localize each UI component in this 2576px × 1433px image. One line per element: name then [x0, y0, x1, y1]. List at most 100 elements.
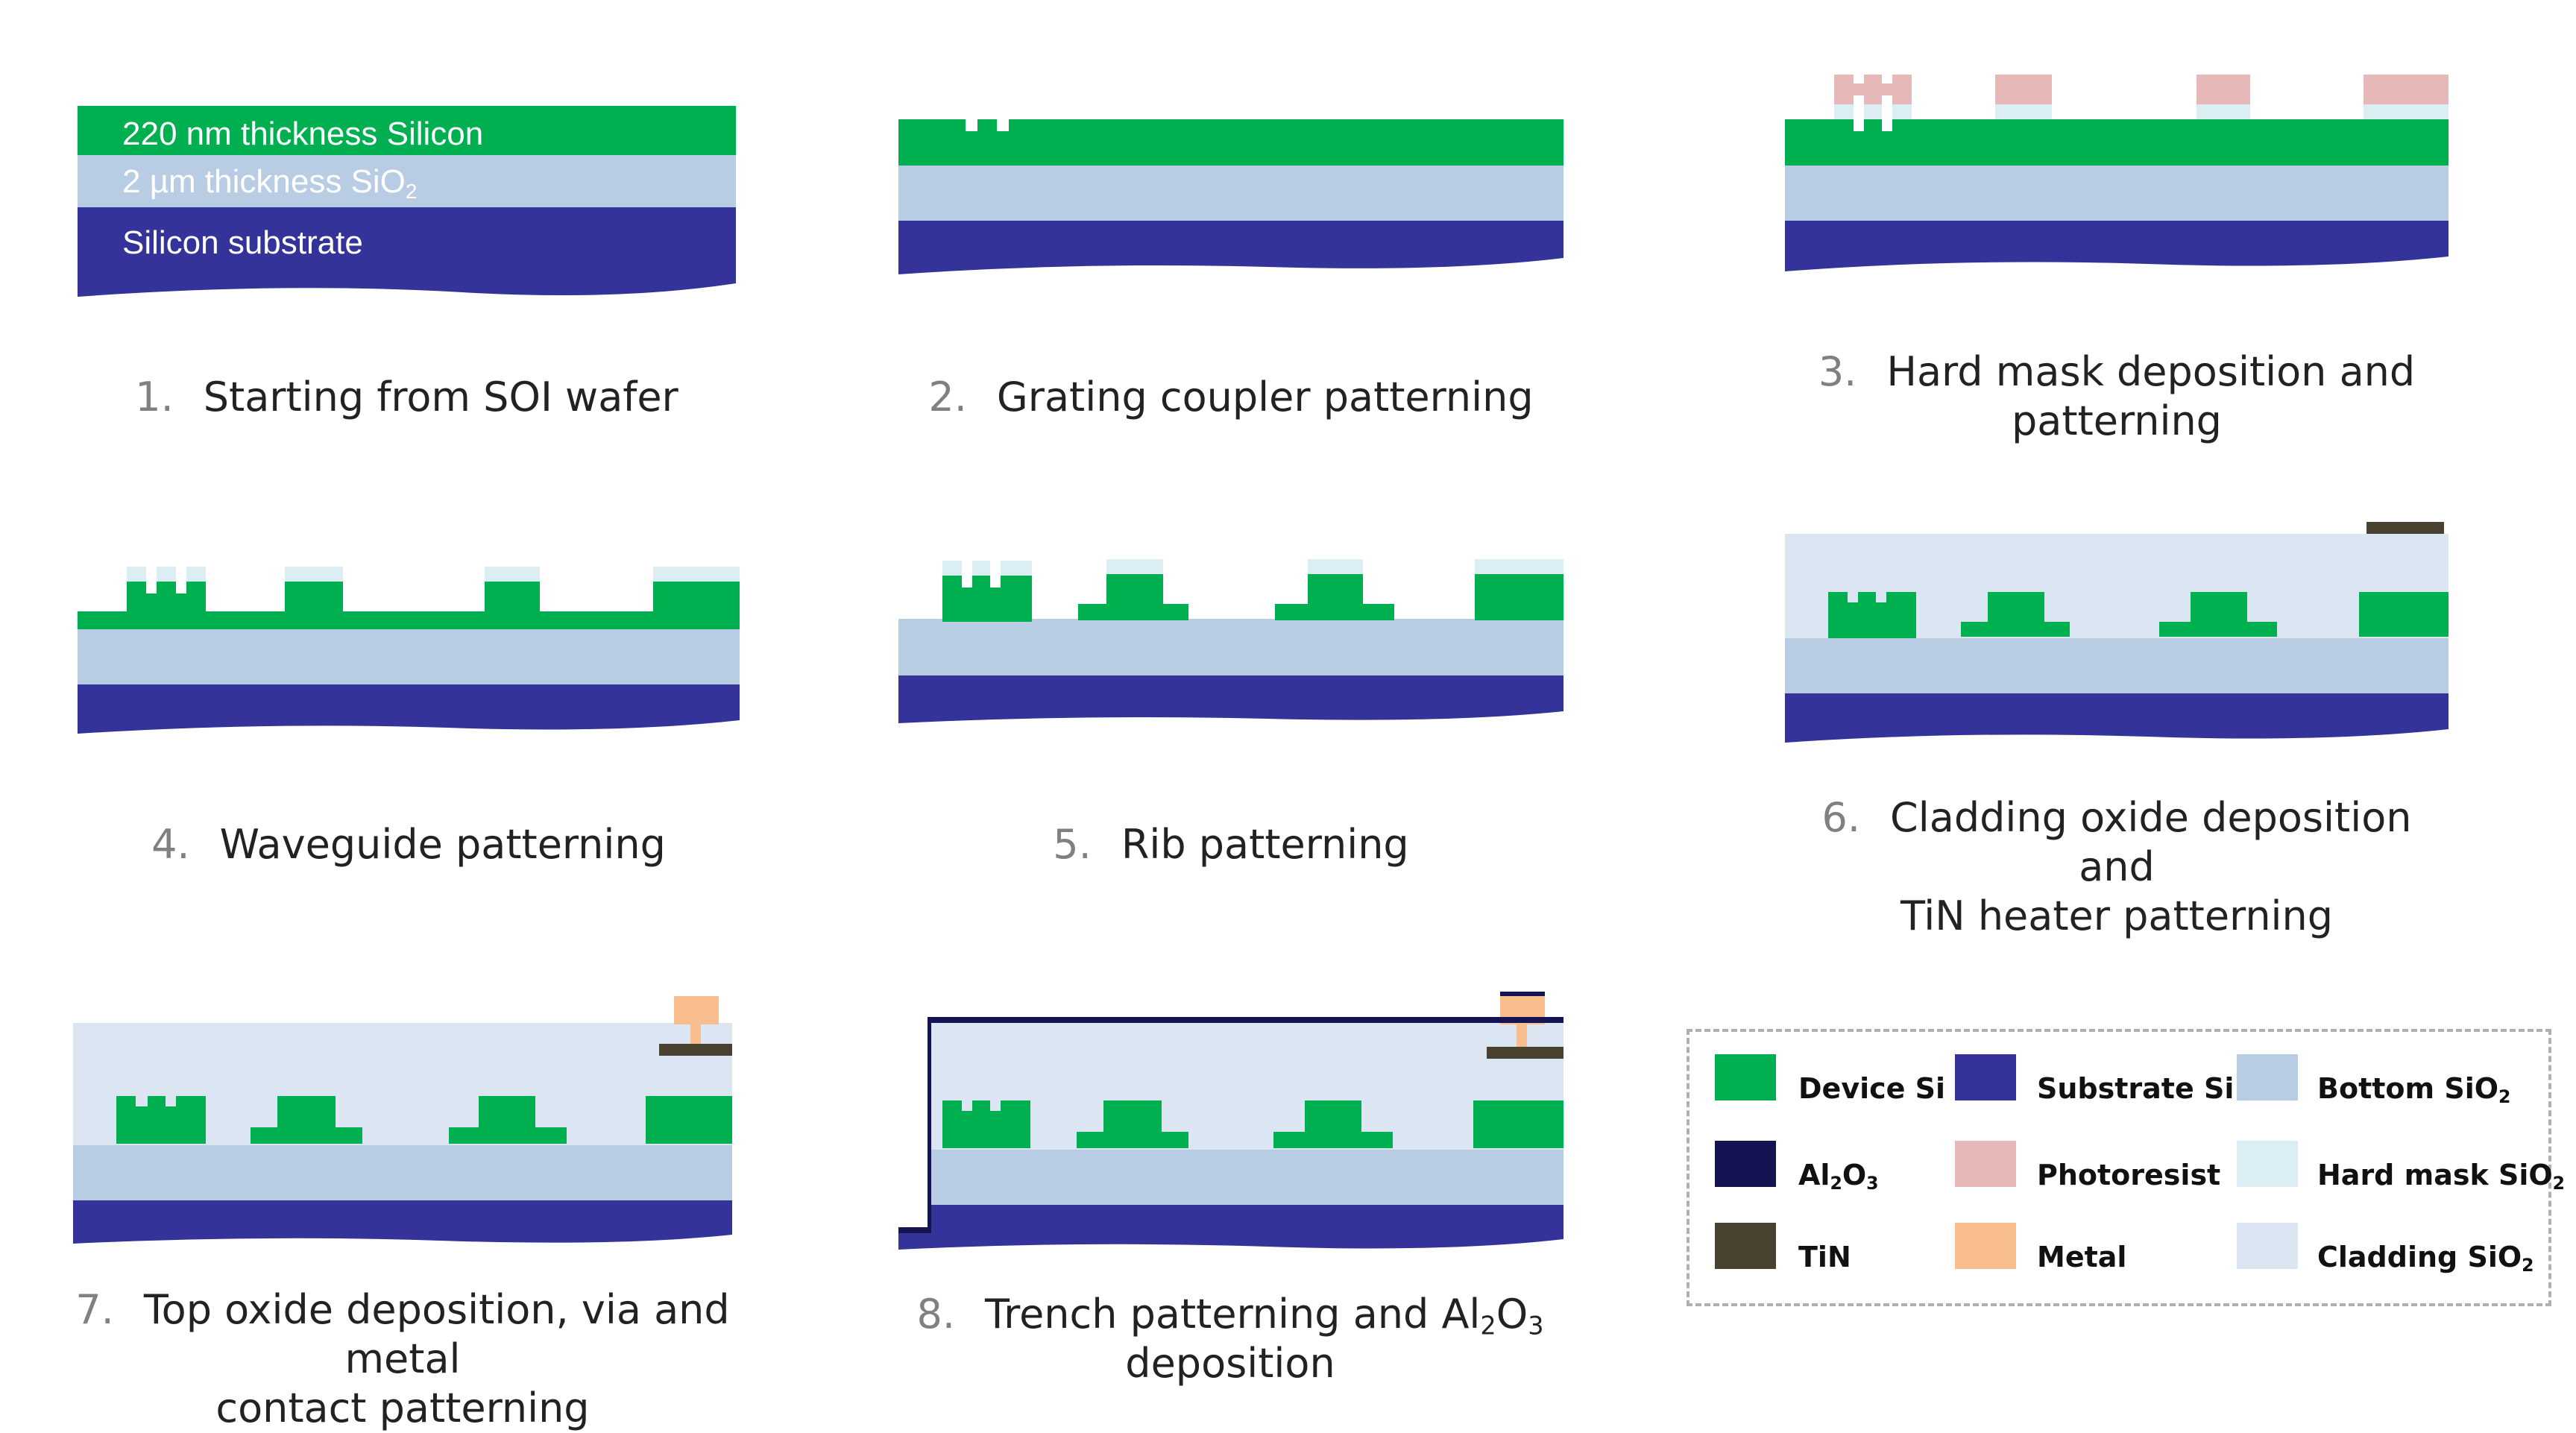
caption-step-3: 3.Hard mask deposition and patterning	[1785, 347, 2449, 446]
legend-text-substrate-si: Substrate Si	[2037, 1072, 2235, 1105]
p8-al2o3-wall	[928, 1017, 931, 1233]
step-2-text: Grating coupler patterning	[996, 374, 1534, 421]
legend-swatch-hard-mask-sio2	[2237, 1141, 2298, 1187]
label-box-oxide-sub: 2	[405, 180, 418, 203]
step-3-text-line2: patterning	[2012, 397, 2222, 444]
legend-text-bottom-sio2: Bottom SiO	[2317, 1072, 2499, 1105]
caption-step-7: 7.Top oxide deposition, via and metal co…	[30, 1285, 775, 1433]
p3-device-si	[1785, 119, 2449, 166]
p5-hm-1b	[972, 561, 990, 576]
p6-box-oxide	[1785, 637, 2449, 693]
p5-rib-3	[1275, 574, 1394, 620]
p3-hm-2	[1995, 104, 2052, 119]
p6-substrate	[1785, 692, 2449, 743]
p3-hm-4	[2364, 104, 2449, 119]
step-4-number: 4.	[151, 821, 190, 868]
legend-swatch-cladding-sio2	[2237, 1223, 2298, 1269]
legend-text-device-si: Device Si	[1798, 1072, 1946, 1105]
legend-swatch-bottom-sio2	[2237, 1054, 2298, 1100]
p7-tin-heater	[659, 1044, 732, 1056]
p7-rib-4	[646, 1096, 732, 1144]
p3-hm-1b	[1864, 104, 1882, 119]
p7-substrate	[73, 1199, 732, 1244]
caption-step-5: 5. Rib patterning	[898, 820, 1563, 869]
panel-2-grating	[898, 119, 1563, 274]
legend-label-photoresist: Photoresist	[2037, 1160, 2220, 1190]
legend-swatch-metal	[1955, 1223, 2016, 1269]
p8-substrate	[898, 1203, 1563, 1250]
p4-substrate	[78, 683, 740, 734]
p1-substrate	[78, 206, 736, 297]
step-7-number: 7.	[75, 1286, 114, 1333]
step-8-text-line2: deposition	[1125, 1340, 1335, 1387]
step-7-text: Top oxide deposition, via and metal	[143, 1286, 730, 1382]
panel-7-top-oxide	[73, 996, 732, 1244]
p5-rib-2	[1078, 574, 1188, 620]
p4-hm-1c	[186, 567, 206, 582]
p7-rib-3	[449, 1096, 567, 1144]
step-4-text: Waveguide patterning	[219, 821, 666, 868]
legend-label-device-si: Device Si	[1798, 1074, 1945, 1103]
p3-substrate	[1785, 219, 2449, 271]
p8-rib-2	[1077, 1100, 1188, 1148]
label-box-oxide: 2 µm thickness SiO2	[122, 166, 418, 202]
p5-hm-3	[1308, 559, 1363, 574]
step-8-text-b: O	[1496, 1291, 1528, 1338]
legend-sub-bottom-sio2: 2	[2498, 1086, 2511, 1107]
legend-label-al2o3: Al2O3	[1798, 1160, 1879, 1192]
p3-pr-2	[1995, 75, 2052, 104]
step-2-number: 2.	[928, 374, 967, 421]
caption-step-8: 8.Trench patterning and Al2O3 deposition	[880, 1290, 1581, 1388]
panel-4-waveguide	[78, 567, 740, 734]
step-5-text: Rib patterning	[1121, 821, 1409, 868]
p8-al2o3-metal	[1500, 992, 1545, 996]
step-8-sub-2: 3	[1528, 1311, 1544, 1341]
p5-rib-4	[1475, 574, 1563, 620]
step-3-number: 3.	[1818, 348, 1857, 395]
caption-step-2: 2. Grating coupler patterning	[898, 373, 1563, 422]
legend-sub-cladding-sio2: 2	[2522, 1254, 2534, 1276]
legend-text-tin: TiN	[1798, 1241, 1851, 1273]
step-1-text: Starting from SOI wafer	[203, 374, 678, 421]
p6-rib-1	[1828, 592, 1916, 638]
step-6-number: 6.	[1821, 794, 1861, 841]
p6-rib-2	[1961, 592, 2070, 637]
legend-label-tin: TiN	[1798, 1242, 1851, 1272]
panel-5-rib	[898, 559, 1563, 723]
p1-box-oxide	[78, 154, 736, 207]
p2-device-si	[898, 119, 1563, 166]
p7-box-oxide	[73, 1144, 732, 1200]
step-6-text: Cladding oxide deposition and	[1890, 794, 2412, 890]
p6-tin-heater	[2366, 522, 2444, 534]
caption-step-6: 6. Cladding oxide deposition and TiN heat…	[1785, 793, 2449, 941]
p8-al2o3-trench	[898, 1227, 930, 1233]
p6-rib-4	[2359, 592, 2449, 637]
legend-text-cladding-sio2: Cladding SiO	[2317, 1241, 2522, 1273]
legend-swatch-tin	[1715, 1223, 1776, 1269]
p5-substrate	[898, 674, 1563, 723]
p4-device-si	[78, 582, 740, 629]
p5-rib-1	[942, 576, 1032, 622]
caption-step-4: 4. Waveguide patterning	[78, 820, 740, 869]
p8-rib-1	[942, 1100, 1030, 1148]
p8-rib-3	[1273, 1100, 1393, 1148]
legend-swatch-al2o3	[1715, 1141, 1776, 1187]
p8-cladding	[930, 1023, 1563, 1150]
p3-box-oxide	[1785, 164, 2449, 221]
p7-rib-2	[251, 1096, 362, 1144]
step-6-text-line2: TiN heater patterning	[1900, 892, 2334, 939]
legend-sub-al2o3-1: 2	[1830, 1172, 1842, 1194]
panel-1-soi-wafer	[78, 106, 736, 297]
p5-box-oxide	[898, 619, 1563, 675]
legend-label-cladding-sio2: Cladding SiO2	[2317, 1241, 2534, 1274]
legend-text-metal: Metal	[2037, 1241, 2127, 1273]
p8-al2o3-top	[930, 1017, 1563, 1023]
p2-box-oxide	[898, 164, 1563, 221]
p5-hm-1a	[942, 561, 962, 576]
p3-pr-1	[1834, 75, 1912, 104]
legend-swatch-substrate-si	[1955, 1054, 2016, 1100]
legend-label-bottom-sio2: Bottom SiO2	[2317, 1072, 2510, 1106]
step-5-number: 5.	[1053, 821, 1092, 868]
